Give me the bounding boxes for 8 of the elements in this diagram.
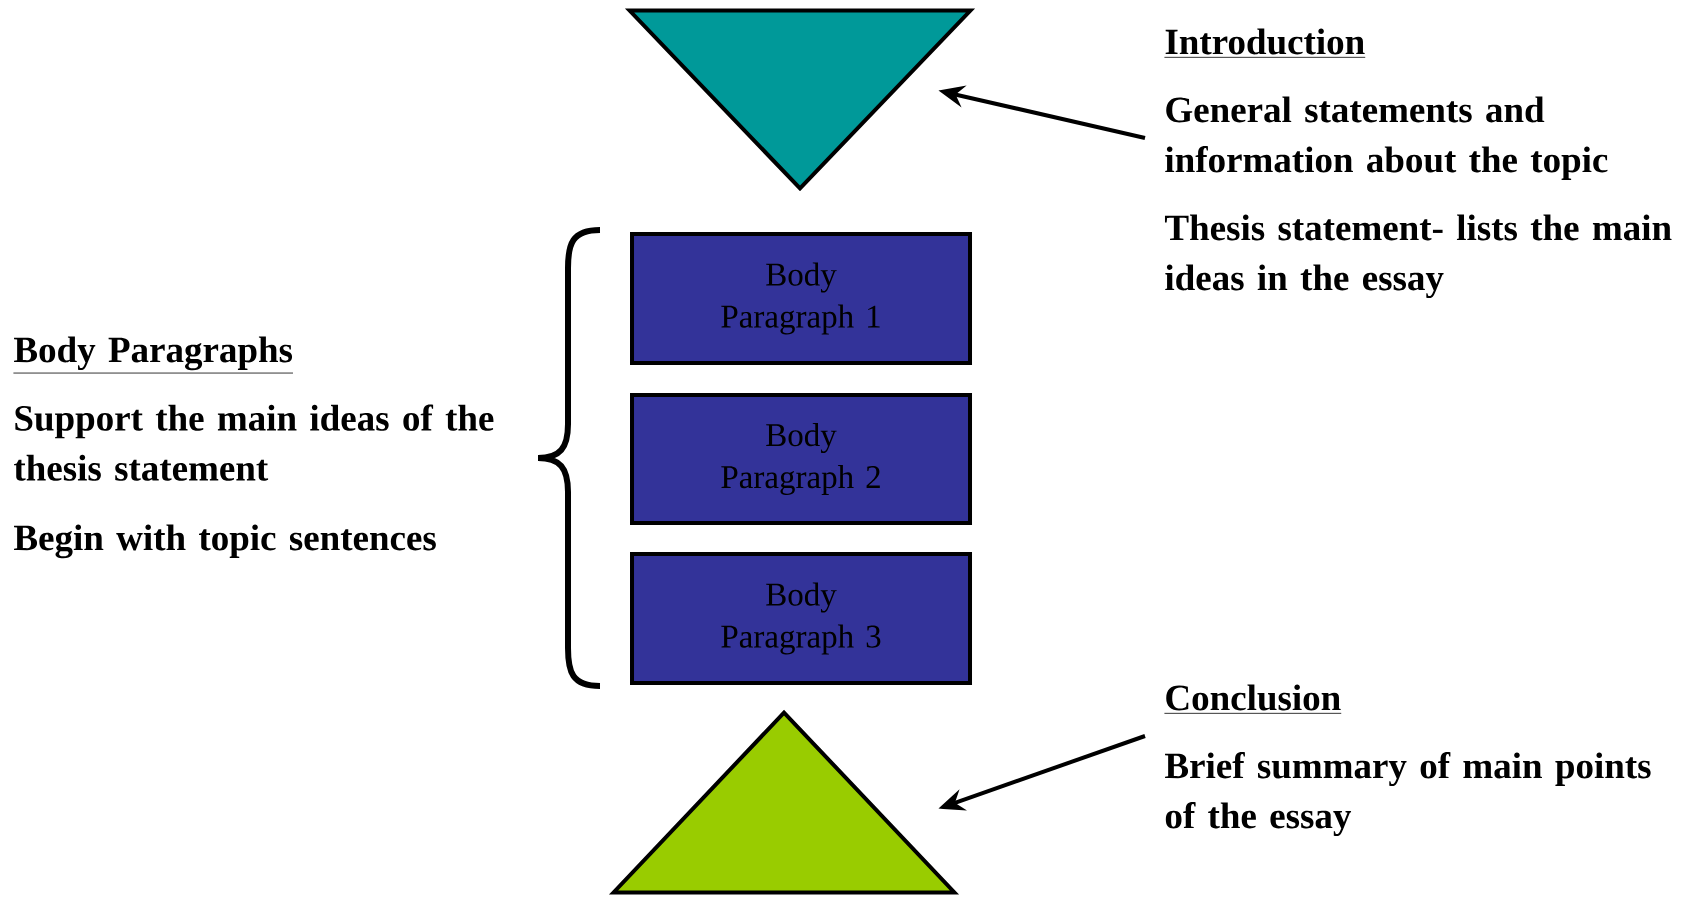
paragraph-text: Begin with topic sentences bbox=[14, 524, 436, 559]
paragraph-box: Body Paragraph 2 bbox=[630, 393, 972, 525]
paragraph-box: Body Paragraph 1 bbox=[630, 232, 972, 365]
text-block: Conclusion Brief summary of main points of the essay bbox=[1164, 684, 1651, 837]
text-block: Introduction General statements and information about the topic Thesis statement- lists the main ideas in the essay bbox=[1164, 28, 1672, 299]
paragraph-box: Body Paragraph 3 bbox=[630, 552, 972, 685]
paragraph-text: Support the main ideas of the thesis statement bbox=[14, 404, 494, 481]
heading: Body Paragraphs bbox=[13, 336, 294, 374]
